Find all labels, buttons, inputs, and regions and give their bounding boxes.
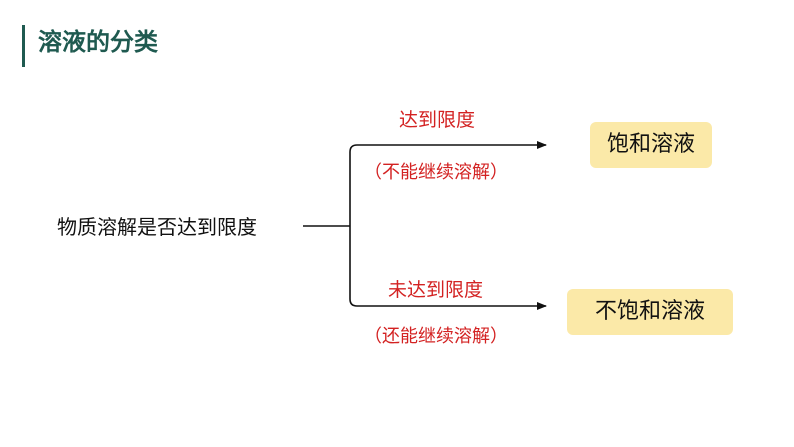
question-text: 物质溶解是否达到限度 [57,215,257,239]
title-accent-bar [22,25,25,67]
lower-explanation-label: （还能继续溶解） [364,326,508,347]
saturated-solution-box: 饱和溶液 [590,122,712,168]
unsaturated-solution-box: 不饱和溶液 [567,289,733,335]
bracket-line [349,144,358,307]
upper-condition-label: 达到限度 [399,109,476,131]
page-title: 溶液的分类 [38,28,158,56]
upper-explanation-label: （不能继续溶解） [364,162,508,183]
lower-condition-label: 未达到限度 [388,279,484,301]
